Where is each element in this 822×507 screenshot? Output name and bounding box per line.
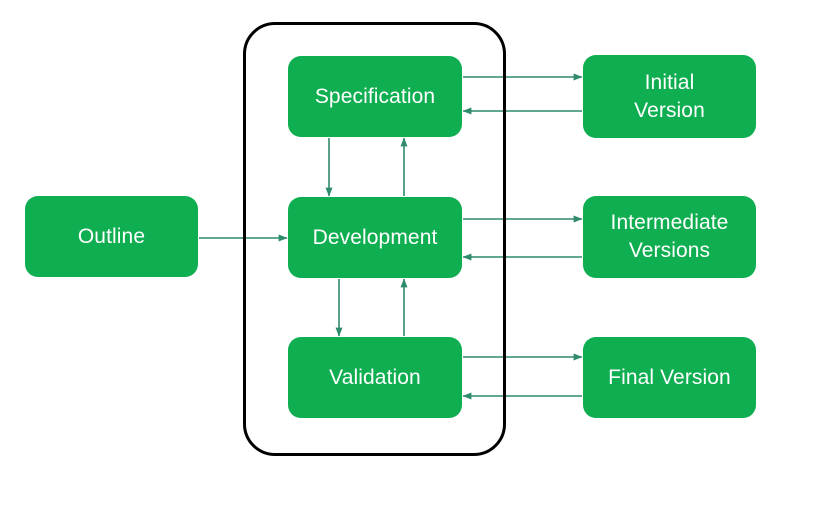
node-intermediate-versions-label: Intermediate Versions: [610, 211, 729, 262]
node-specification-label: Specification: [314, 84, 436, 108]
node-development-label: Development: [312, 225, 438, 249]
node-outline[interactable]: Outline: [25, 196, 198, 277]
node-validation[interactable]: Validation: [288, 337, 462, 418]
process-group-container: [243, 22, 506, 456]
node-development[interactable]: Development: [288, 197, 462, 278]
node-validation-label: Validation: [329, 365, 421, 389]
node-specification[interactable]: Specification: [288, 56, 462, 137]
node-final-version[interactable]: Final Version: [583, 337, 756, 418]
node-final-version-label: Final Version: [608, 365, 731, 389]
node-outline-label: Outline: [77, 224, 146, 248]
node-intermediate-versions[interactable]: Intermediate Versions: [583, 196, 756, 278]
node-initial-version-label: Initial Version: [634, 70, 705, 122]
node-initial-version[interactable]: Initial Version: [583, 55, 756, 138]
